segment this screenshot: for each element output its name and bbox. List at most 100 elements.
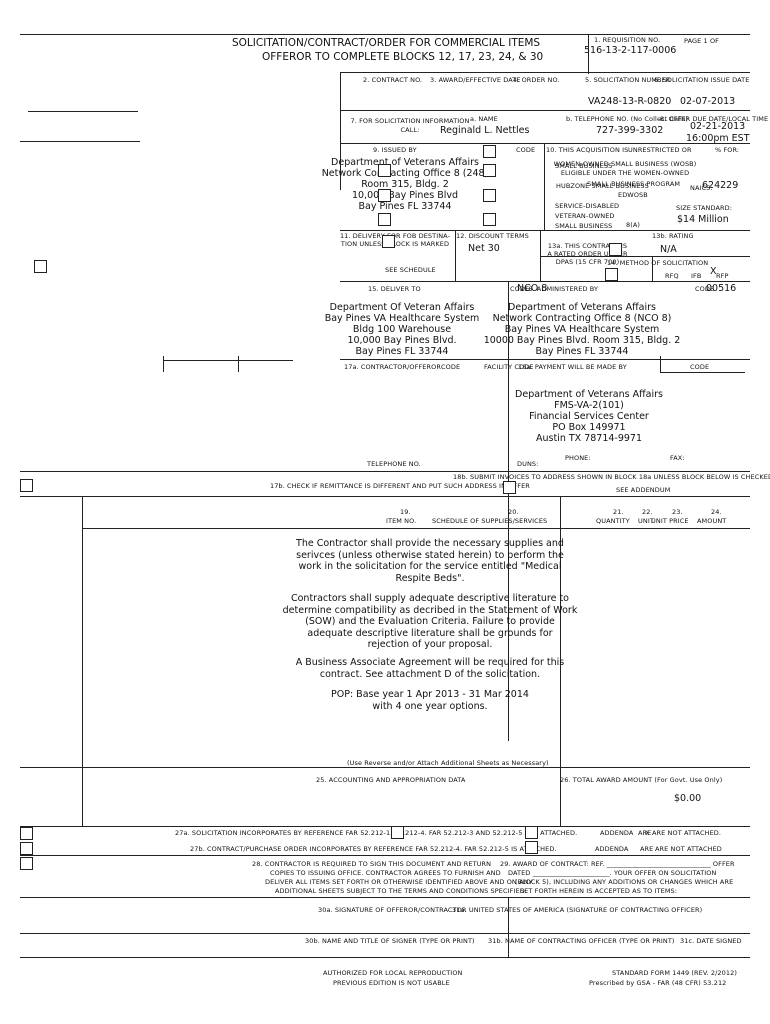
deliver-code[interactable]: NCO 8 bbox=[517, 283, 548, 294]
for-solicitation-label: 7. FOR SOLICITATION INFORMATION CALL: bbox=[350, 117, 470, 134]
page-label: PAGE 1 OF bbox=[684, 37, 720, 45]
name-label: a. NAME bbox=[470, 115, 498, 123]
naics-value[interactable]: 624229 bbox=[702, 180, 739, 191]
contractor-code-label: CODE bbox=[441, 363, 461, 371]
rating-label: 13b. RATING bbox=[652, 232, 694, 240]
27a-are-not: ARE NOT ATTACHED. bbox=[652, 829, 722, 837]
total-award-amount[interactable]: $0.00 bbox=[674, 793, 702, 804]
hubzone-checkbox[interactable] bbox=[378, 189, 391, 202]
28-line-4: ADDITIONAL SHEETS SUBJECT TO THE TERMS A… bbox=[275, 887, 528, 895]
standard-form-label: STANDARD FORM 1449 (REV. 2/2012) bbox=[612, 969, 737, 977]
administered-by-label: 16. ADMINISTERED BY bbox=[524, 285, 599, 293]
pct-for-label: % FOR: bbox=[715, 146, 740, 154]
unit-price-label: UNIT PRICE bbox=[651, 517, 689, 525]
item-no-label: ITEM NO. bbox=[386, 517, 417, 525]
solicitation-number[interactable]: VA248-13-R-0820 bbox=[588, 96, 672, 107]
naics-label: NAICS: bbox=[690, 184, 713, 192]
schedule-paragraph-2: Contractors shall supply adequate descri… bbox=[282, 593, 578, 650]
rfp-label: RFP bbox=[716, 272, 729, 280]
see-schedule: SEE SCHEDULE bbox=[385, 266, 436, 274]
payment-code-label: CODE bbox=[690, 363, 710, 371]
contractor-label: 17a. CONTRACTOR/OFFEROR bbox=[344, 363, 441, 371]
award-date-label: 3. AWARD/EFFECTIVE DATE bbox=[430, 76, 521, 84]
form-title: SOLICITATION/CONTRACT/ORDER FOR COMMERCI… bbox=[232, 37, 541, 49]
29-line-4: SET FORTH HEREIN IS ACCEPTED AS TO ITEMS… bbox=[520, 887, 678, 895]
acquisition-label: 10. THIS ACQUISITION IS bbox=[546, 146, 629, 154]
admin-code-label: CODE bbox=[695, 285, 715, 293]
27a-are-box[interactable] bbox=[391, 826, 404, 839]
see-addendum-checkbox[interactable] bbox=[503, 481, 516, 494]
28-line-3: DELIVER ALL ITEMS SET FORTH OR OTHERWISE… bbox=[265, 878, 533, 886]
see-addendum-label: SEE ADDENDUM bbox=[616, 486, 671, 494]
col-19-label: 19. bbox=[400, 508, 411, 516]
requisition-label: 1. REQUISITION NO. bbox=[594, 36, 661, 44]
27a-checkbox[interactable] bbox=[20, 827, 33, 840]
col-21-label: 21. bbox=[613, 508, 624, 516]
sdvosb-checkbox[interactable] bbox=[483, 213, 496, 226]
small-business-checkbox[interactable] bbox=[378, 164, 391, 177]
27b-label: 27b. CONTRACT/PURCHASE ORDER INCORPORATE… bbox=[190, 845, 557, 853]
requisition-number[interactable]: 516-13-2-117-0006 bbox=[584, 45, 677, 56]
discount-label: 12. DISCOUNT TERMS bbox=[456, 232, 529, 240]
order-no-label: 4. ORDER NO. bbox=[513, 76, 560, 84]
accounting-label: 25. ACCOUNTING AND APPROPRIATION DATA bbox=[316, 776, 466, 784]
fob-destination-checkbox[interactable] bbox=[34, 260, 47, 273]
28-checkbox[interactable] bbox=[20, 857, 33, 870]
rated-order-label: 13a. THIS CONTRACT IS A RATED ORDER UNDE… bbox=[547, 242, 628, 266]
col-20-label: 20. bbox=[508, 508, 519, 516]
29-line-1: 29. AWARD OF CONTRACT: REF. ____________… bbox=[500, 860, 735, 868]
schedule-paragraph-1: The Contractor shall provide the necessa… bbox=[296, 538, 564, 584]
code-box[interactable] bbox=[483, 145, 496, 158]
contract-no-label: 2. CONTRACT NO. bbox=[363, 76, 423, 84]
eight-a-label: 8(A) bbox=[626, 221, 641, 229]
27b-checkbox[interactable] bbox=[20, 842, 33, 855]
contact-phone[interactable]: 727-399-3302 bbox=[596, 125, 664, 136]
set-aside-checkbox[interactable] bbox=[483, 189, 496, 202]
rated-order-checkbox[interactable] bbox=[609, 243, 622, 256]
phone-label: b. TELEPHONE NO. (No Collect Calls) bbox=[566, 115, 689, 123]
sdvosb-label: SERVICE-DISABLED VETERAN-OWNED SMALL BUS… bbox=[555, 202, 620, 230]
rating-value[interactable]: N/A bbox=[660, 244, 677, 255]
rfq-label: RFQ bbox=[665, 272, 679, 280]
fax-label: FAX: bbox=[670, 454, 685, 462]
authorized-note: AUTHORIZED FOR LOCAL REPRODUCTION bbox=[323, 969, 463, 977]
col-24-label: 24. bbox=[711, 508, 722, 516]
admin-code[interactable]: 00516 bbox=[706, 283, 737, 294]
27a-are: ARE bbox=[638, 829, 652, 837]
rfp-mark: X bbox=[710, 266, 717, 277]
remittance-checkbox[interactable] bbox=[20, 479, 33, 492]
27a-addenda: ADDENDA bbox=[600, 829, 634, 837]
prescribed-label: Prescribed by GSA - FAR (48 CFR) 53.212 bbox=[589, 979, 727, 987]
29-line-2: DATED _______________________. YOUR OFFE… bbox=[508, 869, 717, 877]
27a-attached-box[interactable] bbox=[525, 826, 538, 839]
offer-due-time[interactable]: 16:00pm EST bbox=[686, 133, 750, 144]
edwosb-label: EDWOSB bbox=[618, 191, 648, 199]
rfq-checkbox[interactable] bbox=[605, 268, 618, 281]
telephone-label: TELEPHONE NO. bbox=[367, 460, 421, 468]
officer-name-label: 31b. NAME OF CONTRACTING OFFICER (TYPE O… bbox=[488, 937, 675, 945]
administered-by-address: Department of Veterans Affairs Network C… bbox=[483, 302, 681, 357]
issued-sub-checkbox[interactable] bbox=[378, 213, 391, 226]
method-label: 14. METHOD OF SOLICITATION bbox=[607, 259, 709, 267]
28-line-1: 28. CONTRACTOR IS REQUIRED TO SIGN THIS … bbox=[252, 860, 492, 868]
27b-are-not: ARE NOT ATTACHED bbox=[655, 845, 722, 853]
28-line-2: COPIES TO ISSUING OFFICE. CONTRACTOR AGR… bbox=[270, 869, 501, 877]
27a-are-mark: X bbox=[645, 829, 650, 837]
contact-name[interactable]: Reginald L. Nettles bbox=[440, 125, 530, 136]
form-subtitle: OFFEROR TO COMPLETE BLOCKS 12, 17, 23, 2… bbox=[262, 51, 544, 63]
schedule-paragraph-3: A Business Associate Agreement will be r… bbox=[295, 657, 565, 680]
27b-addenda: ADDENDA bbox=[595, 845, 629, 853]
unrestricted-checkbox[interactable] bbox=[483, 164, 496, 177]
offer-due-date[interactable]: 02-21-2013 bbox=[690, 121, 746, 132]
deliver-to-address: Department Of Veteran Affairs Bay Pines … bbox=[324, 302, 480, 357]
27b-attached-box[interactable] bbox=[525, 841, 538, 854]
issued-by-address: Department of Veterans Affairs Network C… bbox=[321, 157, 489, 212]
27a-label: 27a. SOLICITATION INCORPORATES BY REFERE… bbox=[175, 829, 578, 837]
solicitation-issue-date[interactable]: 02-07-2013 bbox=[680, 96, 736, 107]
size-standard-value[interactable]: $14 Million bbox=[677, 214, 729, 225]
issued-by-label: 9. ISSUED BY bbox=[373, 146, 417, 154]
date-signed-label: 31c. DATE SIGNED bbox=[680, 937, 742, 945]
col-23-label: 23. bbox=[672, 508, 683, 516]
see-schedule-checkbox[interactable] bbox=[382, 235, 395, 248]
discount-terms[interactable]: Net 30 bbox=[468, 243, 500, 254]
